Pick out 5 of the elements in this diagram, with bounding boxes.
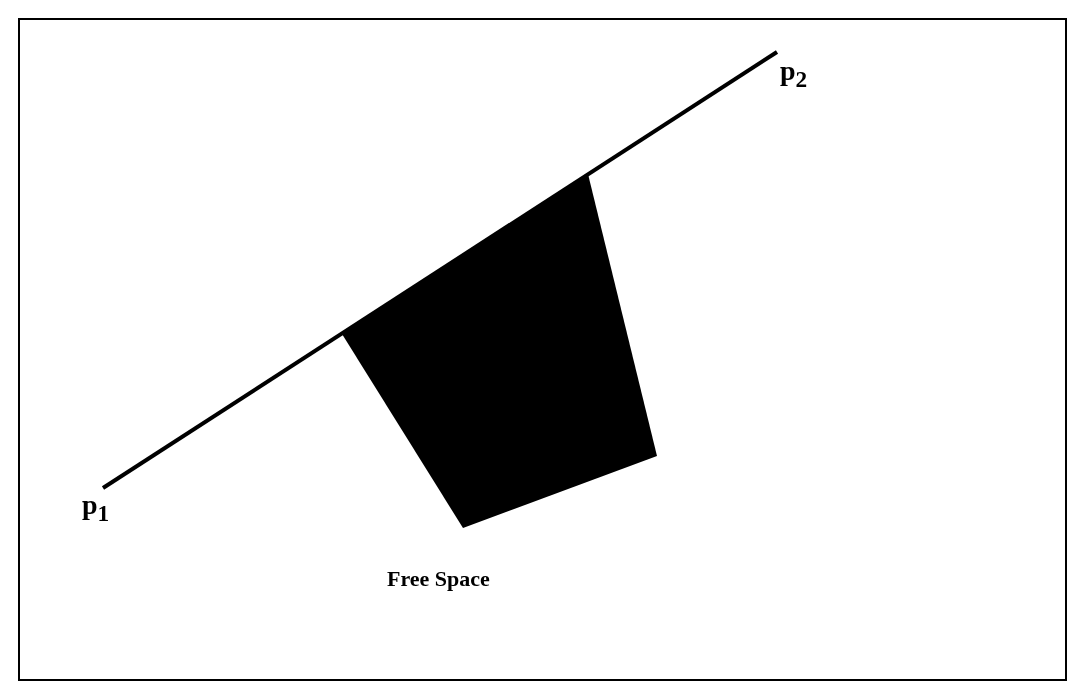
line-segment [101,50,779,490]
region-label: Free Space [387,566,490,592]
point-label: p$_{1}$ [82,490,110,528]
obstacle-polygon [342,174,657,528]
point-label: p$_{2}$ [780,56,808,94]
